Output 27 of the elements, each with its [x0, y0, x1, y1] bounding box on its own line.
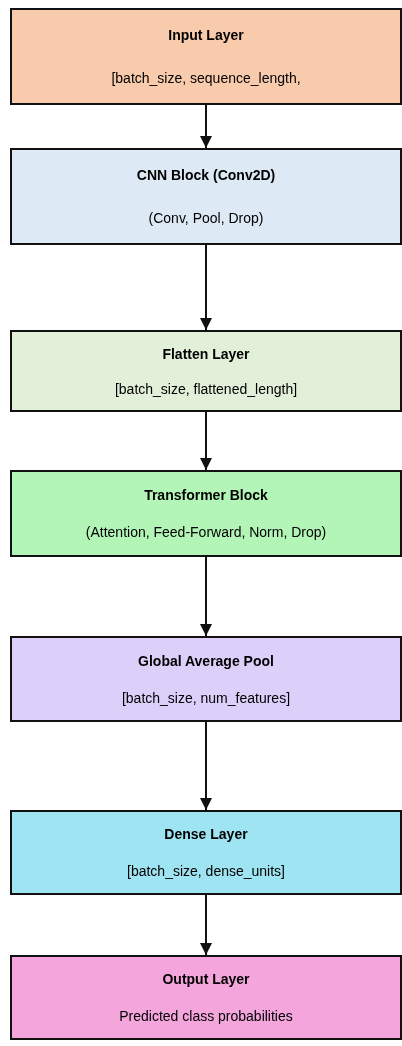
arrow: [200, 244, 212, 331]
arrow: [200, 721, 212, 811]
layer-box: [10, 330, 402, 412]
layer-shape-text: Predicted class probabilities: [119, 1007, 293, 1024]
layer-title: Transformer Block: [144, 486, 268, 503]
layer-shape-text: [batch_size, sequence_length,: [111, 69, 301, 86]
layer-box: [10, 470, 402, 557]
layer-shape-text: [batch_size, flattened_length]: [114, 380, 298, 397]
layer-box: [10, 955, 402, 1040]
layer-shape-text: [batch_size, dense_units]: [127, 862, 285, 879]
layer-box: [10, 810, 402, 895]
layer-box: [10, 636, 402, 722]
layer-title: CNN Block (Conv2D): [136, 167, 276, 184]
arrow: [200, 556, 212, 637]
layer-title: Input Layer: [168, 27, 244, 44]
layer-shape-text: (Attention, Feed-Forward, Norm, Drop): [85, 524, 327, 541]
layer-title: Global Average Pool: [138, 652, 274, 669]
arrow: [200, 104, 212, 149]
layer-title: Flatten Layer: [162, 345, 250, 362]
layer-title: Dense Layer: [164, 826, 248, 843]
arrow: [200, 411, 212, 471]
layer-shape-text: (Conv, Pool, Drop): [148, 209, 264, 226]
layer-shape-text: [batch_size, num_features]: [121, 689, 291, 706]
layer-title: Output Layer: [162, 971, 250, 988]
arrow: [200, 894, 212, 956]
layer-box: [10, 8, 402, 105]
layer-box: [10, 148, 402, 245]
